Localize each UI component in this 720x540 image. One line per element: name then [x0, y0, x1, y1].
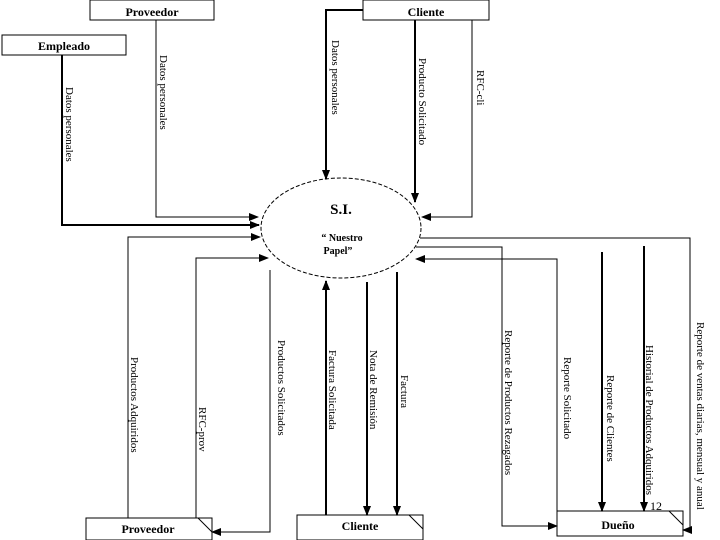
entity-label: Proveedor [121, 522, 175, 536]
page-number: 12 [650, 499, 662, 513]
entity-cliente-top[interactable]: Cliente [362, 0, 490, 21]
label-datos-personales-cliente: Datos personales [329, 40, 341, 115]
entity-label: Empleado [38, 39, 90, 53]
entity-label: Cliente [408, 5, 445, 19]
label-rfc-cli: RFC-cli [474, 70, 486, 105]
process-ellipse [260, 177, 422, 279]
label-rfc-prov: RFC-prov [196, 407, 208, 452]
entity-empleado[interactable]: Empleado [1, 34, 127, 56]
process-si[interactable]: S.I. “ Nuestro Papel” [260, 177, 422, 279]
label-reporte-clientes: Reporte de Clientes [604, 375, 616, 462]
label-datos-personales-proveedor: Datos personales [157, 55, 169, 130]
flow-reporte-solicitado [415, 255, 558, 518]
label-productos-adquiridos: Productos Adquiridos [128, 357, 140, 453]
label-reporte-solicitado: Reporte Solicitado [561, 357, 573, 440]
flow-cliente-datos [322, 9, 363, 180]
entity-proveedor-top[interactable]: Proveedor [89, 0, 215, 21]
label-reporte-ventas: Reporte de ventas diarias, mensual y anu… [694, 322, 706, 510]
label-nota-remision: Nota de Remisión [367, 350, 379, 430]
label-factura: Factura [398, 375, 410, 408]
flow-reporte-ventas [420, 237, 692, 534]
label-datos-personales-empleado: Datos personales [63, 87, 75, 162]
flow-empleado-datos [61, 55, 260, 229]
flow-productos-solicitados [211, 270, 271, 536]
flow-proveedor-datos [155, 20, 259, 221]
flow-reporte-rezagados [416, 246, 558, 530]
label-productos-solicitados: Productos Solicitados [275, 340, 287, 436]
process-name-line1: “ Nuestro [321, 233, 362, 244]
entity-proveedor-bottom[interactable]: Proveedor [85, 517, 213, 540]
process-id: S.I. [330, 202, 352, 218]
entity-label: Dueño [601, 518, 634, 532]
flow-productos-adquiridos [127, 233, 261, 518]
process-name-line2: Papel” [324, 246, 353, 257]
label-factura-solicitada: Factura Solicitada [326, 350, 338, 430]
entity-cliente-bottom[interactable]: Cliente [296, 514, 424, 540]
label-historial-productos: Historial de Productos Adquiridos [643, 345, 655, 495]
flow-rfc-prov [195, 254, 269, 518]
entity-label: Cliente [342, 519, 379, 533]
label-producto-solicitado: Producto Solicitado [416, 58, 428, 146]
label-reporte-rezagados: Reporte de Productos Rezagados [502, 330, 514, 475]
entity-dueno[interactable]: Dueño [556, 510, 684, 537]
flow-rfc-cli [421, 20, 473, 221]
entity-label: Proveedor [125, 5, 179, 19]
